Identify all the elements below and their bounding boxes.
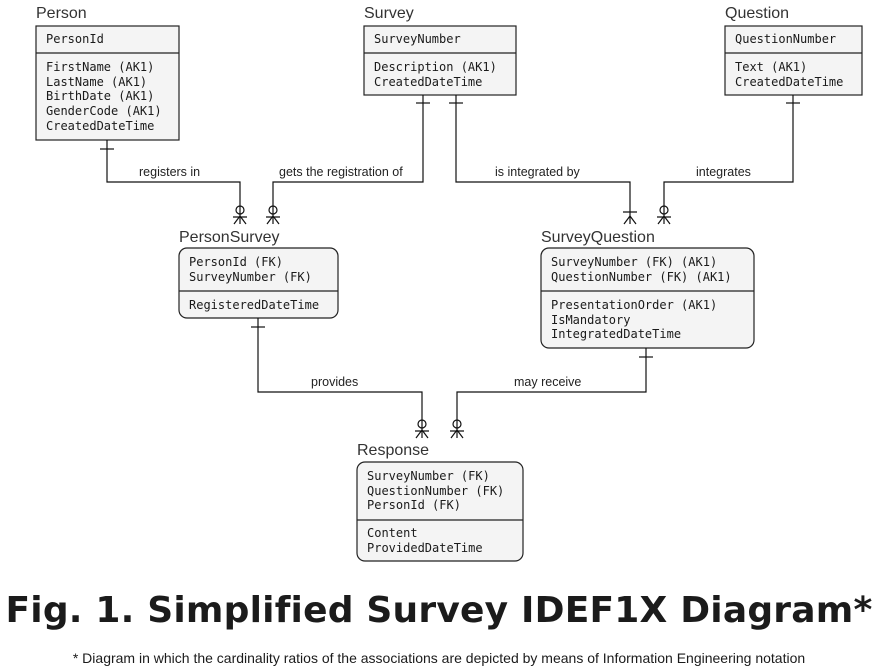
relationship-provides: provides [251,318,429,439]
attribute: IntegratedDateTime [551,327,681,341]
relationship-label: is integrated by [495,165,581,179]
entity-box [35,25,180,141]
many-mark [266,215,280,225]
zero-mark [235,205,245,215]
attribute: PresentationOrder (AK1) [551,298,717,312]
figure-footnote: * Diagram in which the cardinality ratio… [72,650,806,666]
idef1x-diagram: Person PersonId FirstName (AK1) LastName… [35,5,863,562]
attribute: CreatedDateTime [46,119,154,133]
attribute: RegisteredDateTime [189,298,319,312]
connector-line [257,318,423,438]
entity-name: PersonSurvey [179,229,280,246]
key-attribute: PersonId [46,32,104,46]
entity-response: Response SurveyNumber (FK) QuestionNumbe… [356,442,524,562]
relationship-label: integrates [696,165,751,179]
attribute: CreatedDateTime [735,75,843,89]
entity-box [363,25,517,96]
many-mark [657,215,671,225]
attribute: CreatedDateTime [374,75,482,89]
entity-name: Survey [364,5,414,22]
entity-person-survey: PersonSurvey PersonId (FK) SurveyNumber … [178,229,339,319]
key-attribute: SurveyNumber (FK) [189,270,312,284]
entity-box [356,461,524,562]
attribute: IsMandatory [551,313,630,327]
relationship-label: may receive [514,375,581,389]
key-attribute: PersonId (FK) [189,255,283,269]
entity-survey-question: SurveyQuestion SurveyNumber (FK) (AK1) Q… [540,229,755,349]
relationship-is-integrated-by: is integrated by [449,95,637,225]
relationship-integrates: integrates [657,95,800,225]
many-mark [233,215,247,225]
key-attribute: PersonId (FK) [367,498,461,512]
connector-line [106,140,241,224]
attribute: LastName (AK1) [46,75,147,89]
attribute: FirstName (AK1) [46,60,154,74]
connector-line [455,95,631,224]
zero-mark [452,419,462,429]
relationship-may-receive: may receive [450,348,653,439]
key-attribute: SurveyNumber (FK) [367,469,490,483]
attribute: GenderCode (AK1) [46,104,162,118]
attribute: Description (AK1) [374,60,497,74]
key-attribute: SurveyNumber [374,32,461,46]
many-mark [450,429,464,439]
zero-mark [417,419,427,429]
relationship-label: provides [311,375,358,389]
zero-mark [659,205,669,215]
entity-name: Response [357,442,429,459]
connector-line [456,348,647,438]
zero-mark [268,205,278,215]
entity-survey: Survey SurveyNumber Description (AK1) Cr… [363,5,517,96]
connector-line [272,95,424,224]
figure-title: Fig. 1. Simplified Survey IDEF1X Diagram… [5,590,873,631]
entity-question: Question QuestionNumber Text (AK1) Creat… [724,5,863,96]
entity-box [540,247,755,349]
attribute: BirthDate (AK1) [46,89,154,103]
key-attribute: QuestionNumber (FK) [367,484,504,498]
attribute: ProvidedDateTime [367,541,483,555]
entity-box [724,25,863,96]
key-attribute: QuestionNumber [735,32,836,46]
relationship-gets-registration-of: gets the registration of [266,95,430,225]
one-or-many-mark [623,211,637,225]
entity-name: Question [725,5,789,22]
connector-line [663,95,794,224]
attribute: Text (AK1) [735,60,807,74]
attribute: Content [367,526,418,540]
key-attribute: SurveyNumber (FK) (AK1) [551,255,717,269]
entity-name: Person [36,5,87,22]
key-attribute: QuestionNumber (FK) (AK1) [551,270,732,284]
relationship-label: registers in [139,165,200,179]
relationship-registers-in: registers in [100,140,247,225]
entity-person: Person PersonId FirstName (AK1) LastName… [35,5,180,141]
many-mark [415,429,429,439]
entity-name: SurveyQuestion [541,229,655,246]
relationship-label: gets the registration of [279,165,403,179]
